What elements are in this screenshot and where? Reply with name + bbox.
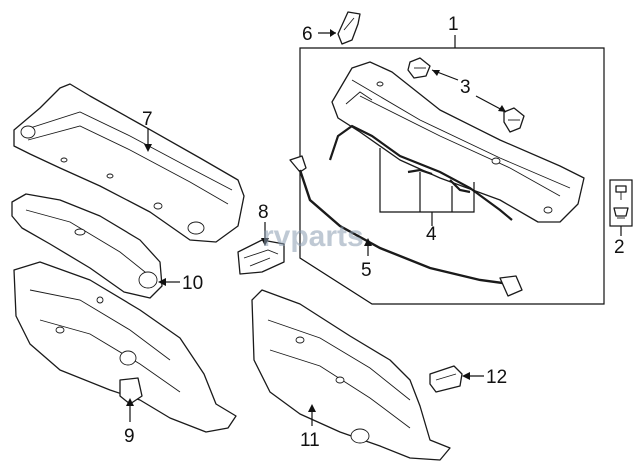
- arrow-3b: [498, 105, 506, 112]
- part-5-seal[interactable]: [289, 155, 523, 297]
- watermark: rvparts: [262, 220, 364, 253]
- callout-2: 2: [614, 237, 625, 258]
- arrow-8: [261, 238, 269, 246]
- part-4-hose[interactable]: [328, 124, 513, 221]
- callout-7: 7: [142, 109, 153, 130]
- callout-6: 6: [302, 24, 313, 45]
- callout-8: 8: [258, 202, 269, 223]
- part-6-clip[interactable]: [337, 11, 361, 45]
- arrow-5: [364, 238, 372, 246]
- callout-4: 4: [426, 224, 437, 245]
- callout-3: 3: [460, 77, 471, 98]
- arrow-9: [126, 398, 134, 406]
- arrow-3a: [432, 70, 440, 76]
- part-12-pad[interactable]: [429, 365, 463, 393]
- part-3-nozzle-b[interactable]: [503, 107, 525, 133]
- part-3-nozzle-a[interactable]: [407, 57, 431, 79]
- arrow-7: [144, 144, 152, 152]
- arrow-11: [308, 404, 316, 412]
- callout-10: 10: [182, 273, 203, 294]
- part-10-reinforcement[interactable]: [11, 193, 163, 299]
- part-1-cowl-panel[interactable]: [331, 61, 585, 223]
- callout-11: 11: [300, 430, 320, 451]
- leader-4: [379, 148, 475, 226]
- callout-1: 1: [448, 14, 459, 35]
- part-8-bracket[interactable]: [237, 239, 285, 275]
- callout-12: 12: [486, 367, 507, 388]
- arrow-10: [158, 278, 166, 286]
- callout-9: 9: [124, 426, 135, 447]
- part-9-dash-panel[interactable]: [13, 261, 237, 433]
- assembly-box: [299, 47, 605, 305]
- callout-5: 5: [361, 260, 372, 281]
- part-11-dash-panel[interactable]: [251, 289, 451, 461]
- arrow-12: [462, 372, 470, 380]
- arrow-6: [330, 29, 336, 37]
- part-2-fasteners[interactable]: [609, 179, 633, 227]
- part-7-cowl-upper[interactable]: [13, 83, 245, 243]
